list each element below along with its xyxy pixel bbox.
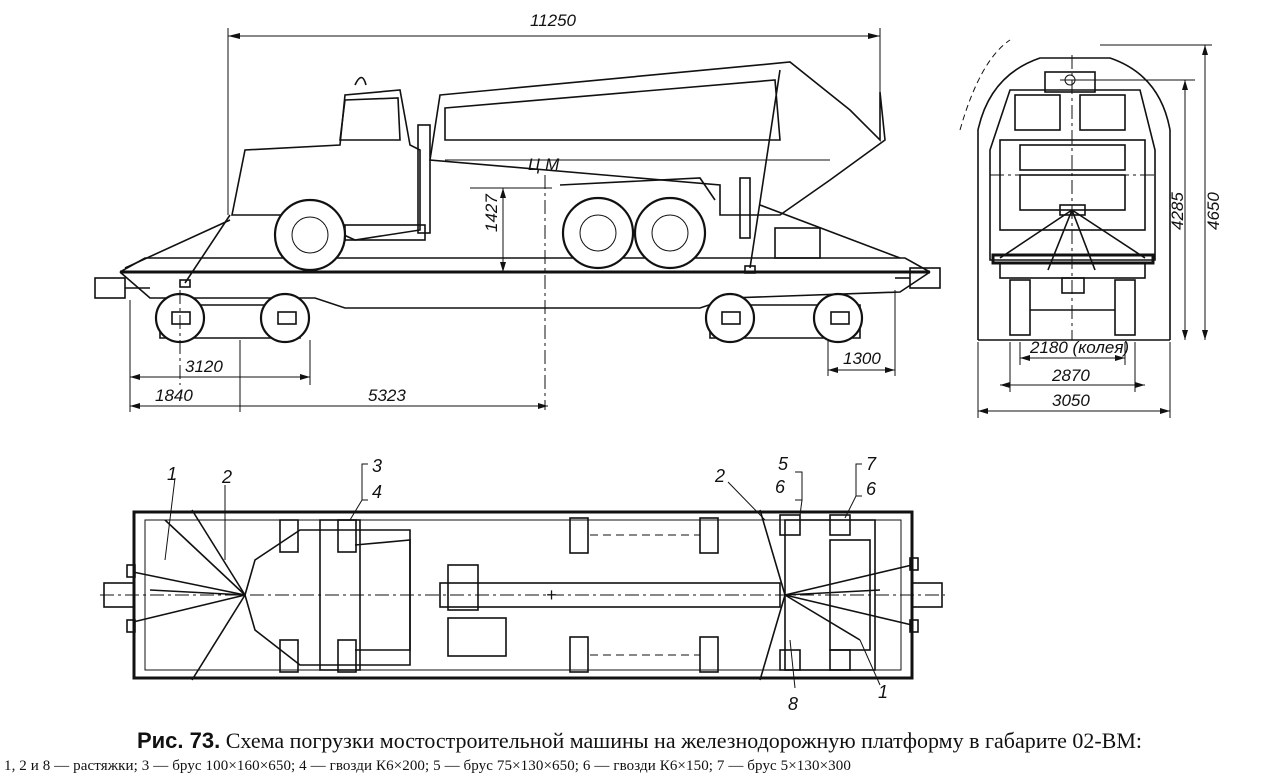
figure-legend: 1, 2 и 8 — растяжки; 3 — брус 100×160×65… — [4, 758, 851, 774]
loading-diagram: 11250 — [94, 11, 1223, 714]
callout-2-right: 2 — [714, 466, 725, 486]
callout-1-left: 1 — [167, 464, 177, 484]
axle-wheels — [279, 517, 719, 673]
figure-caption: Рис. 73. Схема погрузки мостостроительно… — [0, 728, 1279, 754]
callout-4: 4 — [372, 482, 382, 502]
callout-7: 7 — [866, 454, 877, 474]
callout-5: 5 — [778, 454, 789, 474]
dim-overhang-right: 1300 — [843, 349, 881, 368]
callout-8: 8 — [788, 694, 798, 714]
dim-overhang-left: 1840 — [155, 386, 193, 405]
dim-total-length: 11250 — [530, 11, 577, 30]
dim-cg-height: 1427 — [482, 194, 501, 232]
figure-title: Схема погрузки мостостроительной машины … — [225, 728, 1143, 753]
callout-3: 3 — [372, 456, 382, 476]
bogie-left — [154, 292, 311, 344]
bogie-right — [704, 292, 864, 344]
svg-text:+: + — [546, 585, 557, 605]
side-view: 11250 — [94, 11, 941, 412]
dim-to-center: 5323 — [368, 386, 406, 405]
dim-width-3050: 3050 — [1052, 391, 1090, 410]
dim-height-4650: 4650 — [1204, 192, 1223, 230]
dim-width-2870: 2870 — [1051, 366, 1090, 385]
label-center-mass: Ц М — [528, 155, 560, 174]
callout-1-right: 1 — [878, 682, 888, 702]
callout-6a: 6 — [775, 477, 786, 497]
top-view: + 1 2 3 4 2 5 6 7 6 8 1 — [100, 454, 945, 714]
dim-track: 2180 (колея) — [1029, 338, 1129, 357]
figure-label: Рис. 73. — [136, 728, 221, 753]
callout-6b: 6 — [866, 479, 877, 499]
dim-height-4285: 4285 — [1168, 192, 1187, 230]
end-view: 4285 4650 2180 (колея) 2870 3050 — [959, 39, 1223, 418]
truck-boom — [429, 61, 886, 216]
dim-bogie-base: 3120 — [185, 357, 223, 376]
callout-2-left: 2 — [221, 467, 232, 487]
